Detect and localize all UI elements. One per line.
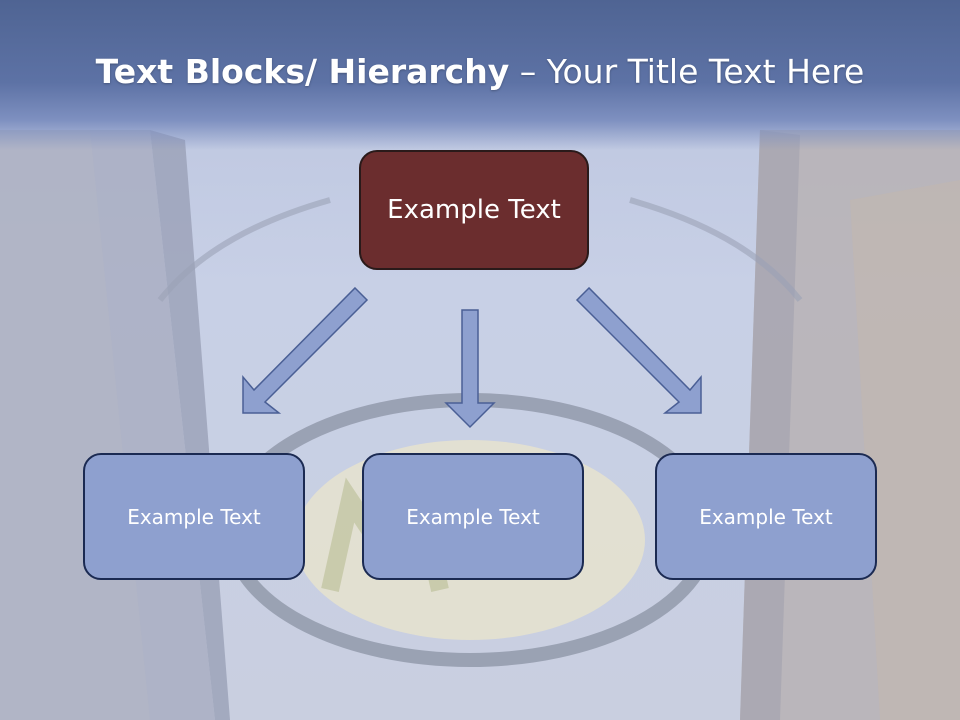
title-bold-part: Text Blocks/ Hierarchy	[95, 52, 510, 91]
child-box-2: Example Text	[362, 453, 584, 580]
root-box-text: Example Text	[387, 195, 561, 225]
title-band	[0, 0, 960, 150]
root-box: Example Text	[359, 150, 589, 270]
child-box-3: Example Text	[655, 453, 877, 580]
title-rest-part: – Your Title Text Here	[509, 52, 865, 91]
child-box-3-text: Example Text	[699, 504, 833, 529]
child-box-1-text: Example Text	[127, 504, 261, 529]
child-box-2-text: Example Text	[406, 504, 540, 529]
child-box-1: Example Text	[83, 453, 305, 580]
slide-title: Text Blocks/ Hierarchy – Your Title Text…	[0, 52, 960, 91]
